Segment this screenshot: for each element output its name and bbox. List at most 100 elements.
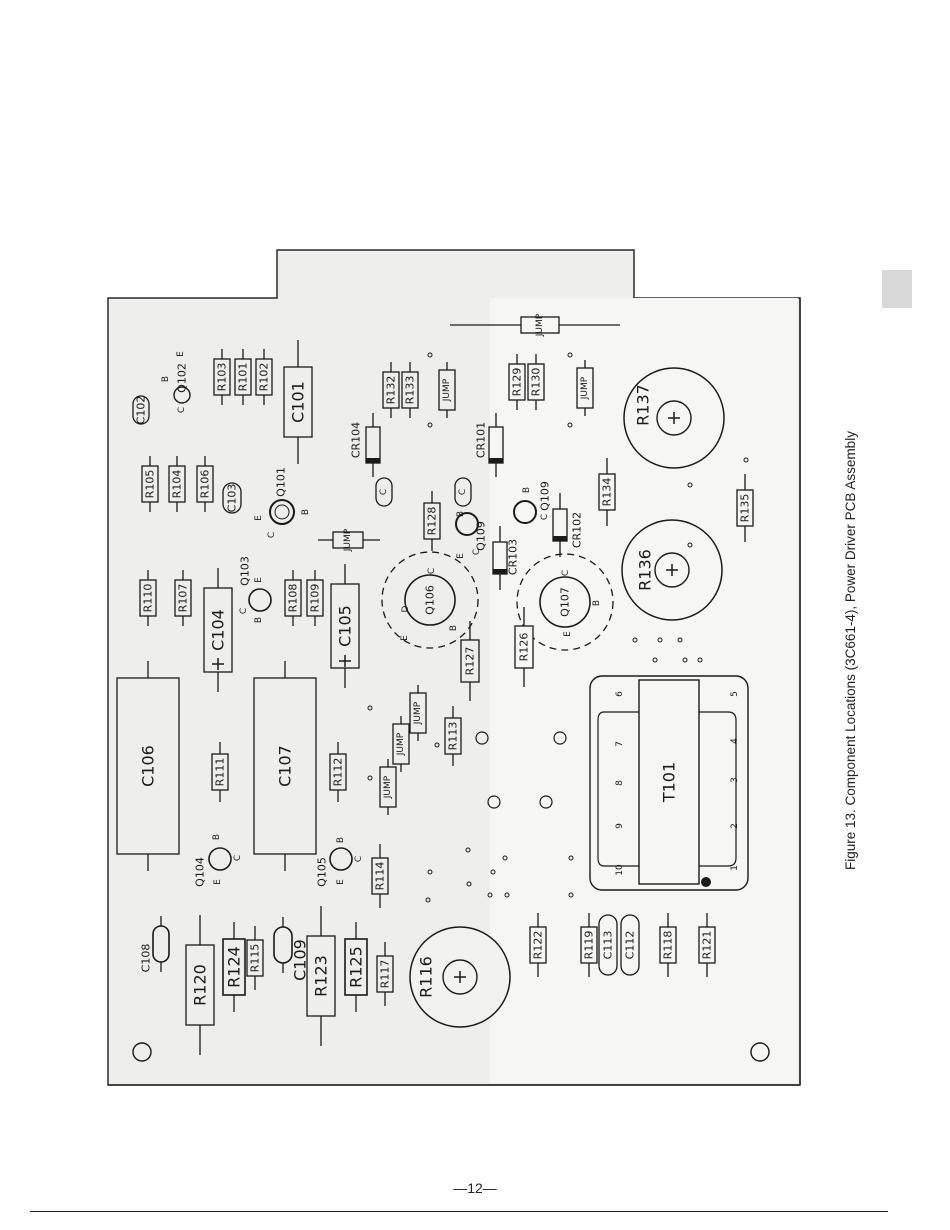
- label-r109: R109: [309, 584, 322, 613]
- label-r118: R118: [662, 931, 675, 960]
- label-q103-e: E: [254, 577, 264, 583]
- board-hole: [553, 731, 567, 745]
- jumper-top: [520, 316, 560, 334]
- resistor-r102: [255, 358, 273, 396]
- label-jumper-3: JUMP: [383, 775, 393, 799]
- page-number: —12—: [453, 1180, 497, 1196]
- resistor-r123: [306, 935, 336, 1017]
- label-q106-b: B: [449, 625, 459, 631]
- label-r129: R129: [511, 368, 524, 397]
- label-q102-e: E: [176, 351, 186, 357]
- capacitor-c105: [330, 583, 360, 669]
- label-r117: R117: [379, 960, 392, 989]
- transistor-q109: [455, 512, 479, 536]
- t101-pin-10: 10: [615, 864, 625, 876]
- resistor-r120: [185, 944, 215, 1026]
- label-q109-e: E: [456, 553, 466, 559]
- label-q102-c: C: [177, 407, 187, 413]
- t101-pin-9: 9: [615, 823, 625, 829]
- resistor-r103: [213, 358, 231, 396]
- label-q104-e: E: [213, 879, 223, 885]
- label-q107-e: E: [563, 631, 573, 637]
- resistor-r135: [736, 489, 754, 527]
- label-c101: C101: [289, 381, 308, 423]
- capacitor-c-small-1: [375, 477, 393, 507]
- label-c107: C107: [276, 745, 295, 787]
- label-q109-c: C: [472, 549, 482, 555]
- resistor-r111: [211, 753, 229, 791]
- label-r111: R111: [214, 758, 227, 787]
- label-q101-c: C: [267, 532, 277, 538]
- transformer-t101-core: [638, 679, 700, 885]
- label-q106-e: E: [400, 635, 410, 641]
- board-hole: [539, 795, 553, 809]
- transistor-q105: [329, 847, 353, 871]
- resistor-r112: [329, 753, 347, 791]
- scan-artifact: [882, 270, 912, 308]
- label-q106-c: C: [427, 568, 437, 574]
- transformer-pin1-dot: [701, 877, 711, 887]
- capacitor-c113: [598, 914, 618, 976]
- label-r101: R101: [237, 363, 250, 392]
- resistor-r117: [376, 955, 394, 993]
- capacitor-c104: [203, 587, 233, 673]
- label-r126: R126: [518, 633, 531, 662]
- label-r110: R110: [142, 584, 155, 613]
- t101-pin-7: 7: [615, 741, 625, 747]
- label-q104-b: B: [212, 834, 222, 840]
- resistor-r133: [401, 371, 419, 409]
- resistor-r119: [580, 926, 598, 964]
- label-r135: R135: [739, 494, 752, 523]
- resistor-r129: [508, 363, 526, 401]
- label-c108: C108: [140, 944, 153, 973]
- label-q103-b: B: [254, 617, 264, 623]
- label-q107-b: B: [592, 600, 602, 606]
- resistor-r132: [382, 371, 400, 409]
- capacitor-c112: [620, 914, 640, 976]
- resistor-r104: [168, 465, 186, 503]
- capacitor-c103: [222, 482, 242, 514]
- jumper-2: [576, 367, 594, 409]
- resistor-r134: [598, 473, 616, 511]
- t101-pin-5: 5: [730, 691, 740, 697]
- transistor-q106-outline: [381, 551, 479, 649]
- label-q105-c: C: [354, 856, 364, 862]
- label-c113: C113: [602, 931, 615, 960]
- label-q108-c: C: [540, 514, 550, 520]
- label-r119: R119: [583, 931, 596, 960]
- label-q107-c: C: [561, 570, 571, 576]
- resistor-r108: [284, 579, 302, 617]
- transistor-q101: [269, 499, 295, 525]
- label-cr102: CR102: [571, 512, 584, 548]
- label-q101-e: E: [254, 515, 264, 521]
- label-q102-b: B: [161, 376, 171, 382]
- label-q101: Q101: [275, 467, 288, 497]
- jumper-1: [438, 369, 456, 411]
- label-q109-b: B: [456, 511, 466, 517]
- resistor-r118: [659, 926, 677, 964]
- label-r104: R104: [171, 470, 184, 499]
- pad-dots: [367, 352, 749, 903]
- capacitor-c108: [152, 925, 170, 963]
- mounting-hole-top-left: [132, 1042, 152, 1062]
- resistor-r124: [222, 938, 246, 996]
- jumper-mid: [332, 531, 364, 549]
- label-q109-a: Q109: [475, 521, 488, 551]
- label-r122: R122: [532, 931, 545, 960]
- footer-rule: [30, 1211, 888, 1212]
- label-cr104: CR104: [350, 422, 363, 458]
- label-r102: R102: [258, 363, 271, 392]
- jumper-3: [379, 766, 397, 808]
- t101-pin-8: 8: [615, 780, 625, 786]
- label-r132: R132: [385, 376, 398, 405]
- label-q105-b: B: [336, 837, 346, 843]
- label-q107: Q107: [559, 587, 572, 617]
- label-r121: R121: [701, 931, 714, 960]
- diode-cr104: [365, 426, 381, 464]
- label-r133: R133: [404, 376, 417, 405]
- label-c-small-1: C: [379, 489, 389, 495]
- transistor-q107-outline: [516, 553, 614, 651]
- label-c102: C102: [135, 396, 148, 425]
- label-r107: R107: [177, 584, 190, 613]
